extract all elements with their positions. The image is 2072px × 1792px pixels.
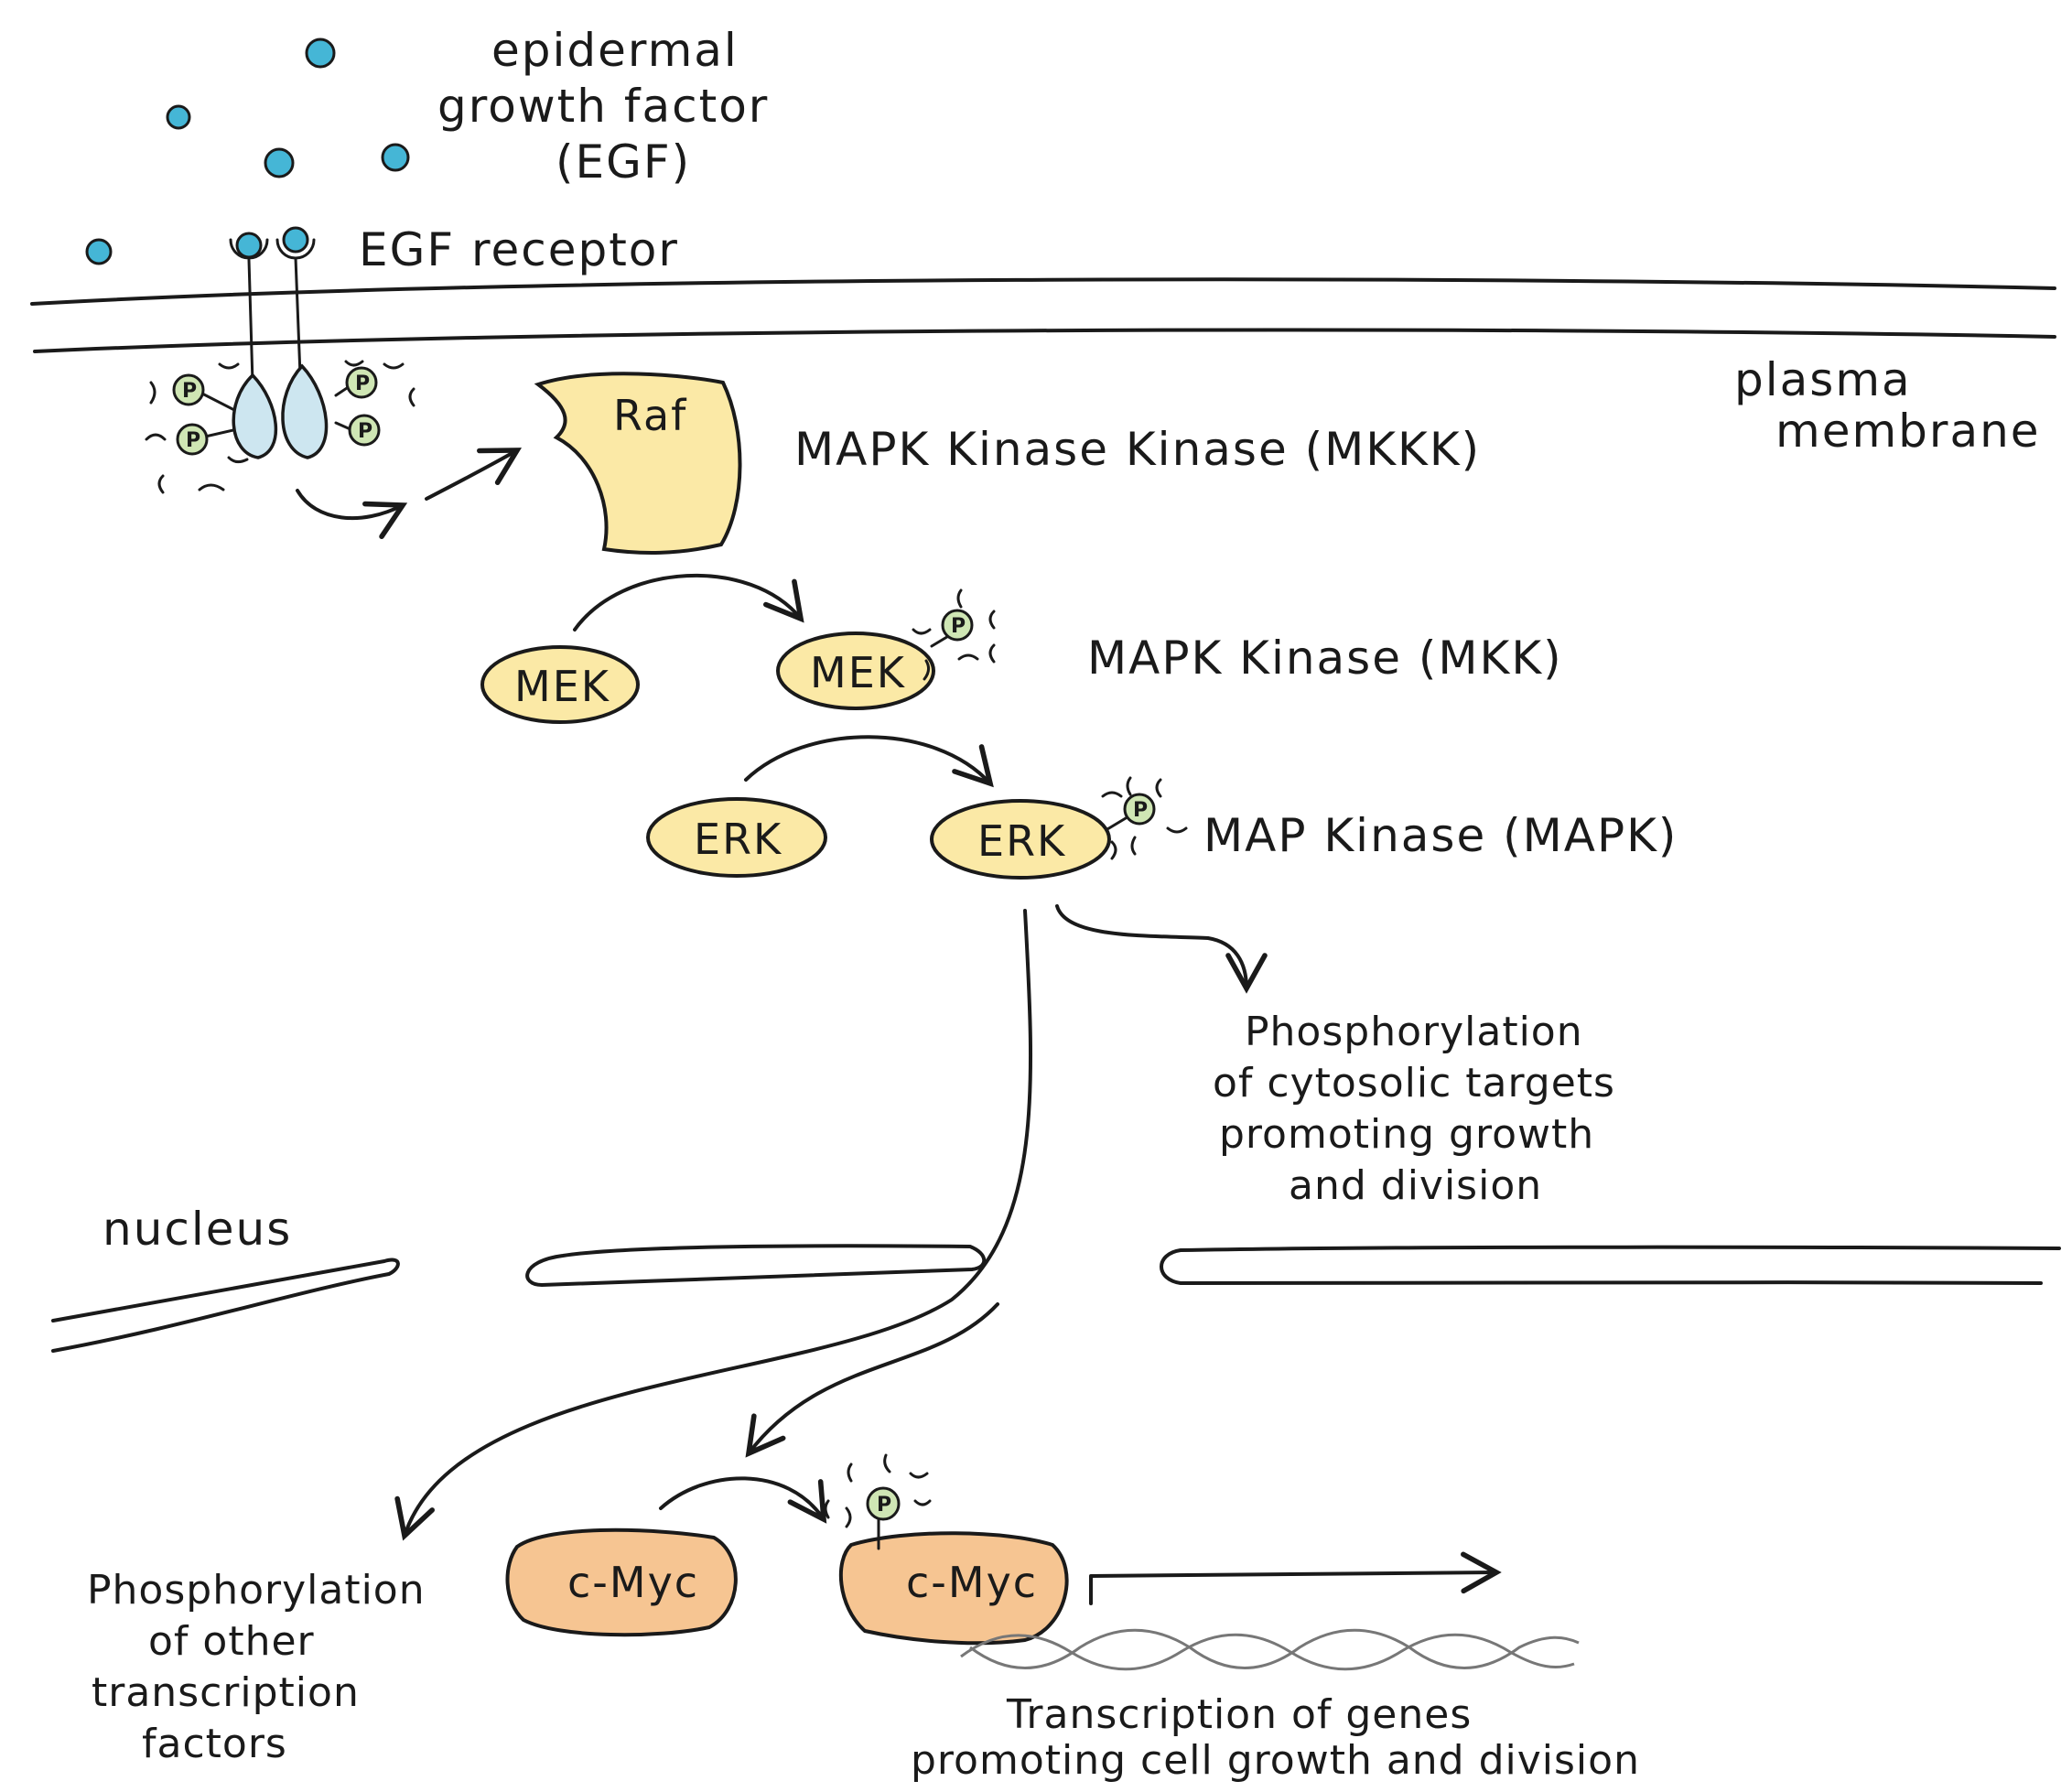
egf-ligand xyxy=(264,147,295,178)
dna-strand xyxy=(960,1628,1580,1671)
mek-label: MEK xyxy=(810,648,906,697)
erk-phosphorylated: ERK P xyxy=(930,776,1188,880)
egf-label-line1: epidermal xyxy=(491,24,739,77)
receptor-to-raf-arrow xyxy=(296,489,408,539)
phosphate-group: P xyxy=(941,609,974,642)
cytosolic-label-line1: Phosphorylation xyxy=(1245,1009,1583,1055)
erk-activation-arrow xyxy=(744,735,994,788)
svg-text:P: P xyxy=(182,380,197,403)
phosphate-group: P xyxy=(348,414,381,447)
egf-ligand xyxy=(305,38,336,69)
cmyc-label: c-Myc xyxy=(906,1558,1038,1607)
other-tf-label-line3: transcription xyxy=(92,1669,360,1716)
svg-text:P: P xyxy=(355,372,370,395)
egf-ligand xyxy=(381,143,410,172)
transcription-arrow xyxy=(1089,1551,1502,1605)
raf-label: Raf xyxy=(613,391,687,440)
svg-text:P: P xyxy=(358,420,372,443)
egf-ligand xyxy=(85,238,113,265)
svg-text:P: P xyxy=(951,615,966,638)
egf-ligands xyxy=(85,38,410,265)
phosphate-group: P xyxy=(172,373,205,406)
phosphate-group: P xyxy=(176,423,209,456)
raf-kinase: Raf xyxy=(534,372,742,556)
cmyc-inactive: c-Myc xyxy=(505,1528,738,1637)
phosphate-group: P xyxy=(345,366,378,399)
egf-ligand-bound xyxy=(235,232,263,259)
plasma-membrane xyxy=(30,277,2056,353)
phosphate-group: P xyxy=(1123,793,1156,826)
phosphate-group: P xyxy=(866,1486,901,1521)
cytosolic-label-line4: and division xyxy=(1289,1162,1542,1209)
egf-label-line2: growth factor xyxy=(437,80,769,133)
erk-to-cytosolic-arrow xyxy=(1055,904,1268,994)
cytosolic-label-line3: promoting growth xyxy=(1219,1111,1594,1158)
transcription-label-line1: Transcription of genes xyxy=(1006,1691,1472,1738)
nucleus-label: nucleus xyxy=(103,1203,292,1256)
erk-label: ERK xyxy=(694,815,782,864)
receptor-intracellular-domain xyxy=(232,372,278,459)
mek-phosphorylated: MEK P xyxy=(776,588,996,710)
mek-activation-arrow xyxy=(573,573,804,632)
cmyc-label: c-Myc xyxy=(567,1558,699,1607)
svg-text:P: P xyxy=(186,429,200,452)
egf-receptor-label: EGF receptor xyxy=(359,223,679,276)
egf-label-line3: (EGF) xyxy=(556,135,691,189)
plasma-membrane-label-line2: membrane xyxy=(1775,405,2041,458)
transcription-label-line2: promoting cell growth and division xyxy=(911,1737,1640,1784)
mek-inactive: MEK xyxy=(480,645,640,724)
erk-label: ERK xyxy=(977,816,1066,866)
mkkk-label: MAPK Kinase Kinase (MKKK) xyxy=(794,423,1481,476)
other-tf-label-line1: Phosphorylation xyxy=(87,1567,426,1614)
receptor-to-raf-arrow xyxy=(425,448,523,501)
egf-receptor-dimer: P P P P xyxy=(145,226,415,494)
erk-to-nucleus-arrow xyxy=(394,909,1033,1541)
nuclear-envelope xyxy=(51,1244,2061,1353)
mek-label: MEK xyxy=(514,662,610,711)
other-tf-label-line2: of other xyxy=(148,1618,315,1665)
plasma-membrane-label-line1: plasma xyxy=(1734,353,1912,406)
erk-inactive: ERK xyxy=(646,797,827,878)
cmyc-activation-arrow xyxy=(659,1476,827,1524)
svg-text:P: P xyxy=(1133,799,1148,822)
cmyc-phosphorylated: c-Myc P xyxy=(824,1453,1069,1646)
egf-ligand xyxy=(166,104,191,130)
mapk-label: MAP Kinase (MAPK) xyxy=(1203,809,1678,862)
other-tf-label-line4: factors xyxy=(142,1721,287,1767)
egf-ligand-bound xyxy=(282,226,309,254)
svg-text:P: P xyxy=(877,1494,891,1517)
receptor-intracellular-domain xyxy=(281,363,329,459)
erk-to-cmyc-arrow xyxy=(745,1302,999,1458)
cytosolic-label-line2: of cytosolic targets xyxy=(1213,1060,1615,1107)
mkk-label: MAPK Kinase (MKK) xyxy=(1087,632,1563,685)
